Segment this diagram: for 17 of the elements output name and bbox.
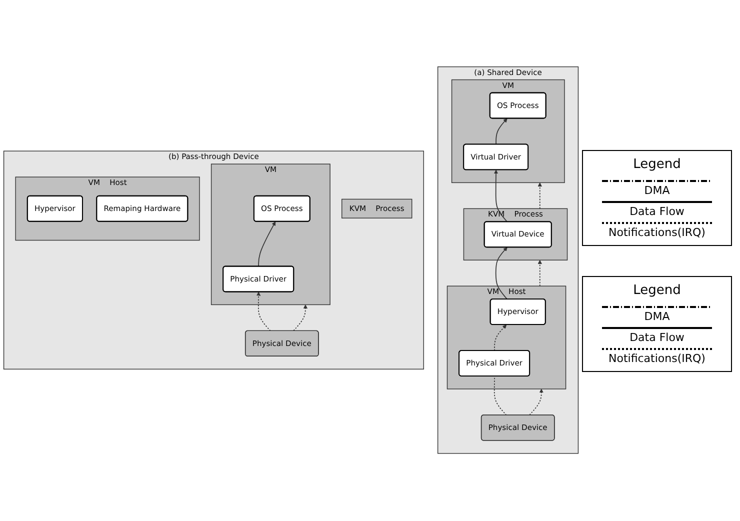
legend-text: Data Flow [630,330,684,344]
arrow [538,260,542,287]
legend-text: Notifications(IRQ) [608,352,706,364]
arrow [494,324,507,352]
arrow [538,182,542,210]
arrow [293,304,308,332]
legend-text: Notifications(IRQ) [608,226,706,238]
arrow [258,222,276,268]
arrow [529,389,544,416]
arrow [256,292,271,332]
arrow [496,118,508,146]
legend-title: Legend [633,282,681,298]
legend-text: DMA [644,310,670,322]
arrow [495,248,508,300]
legend-title: Legend [633,156,681,172]
legend-text: Data Flow [630,204,684,218]
legend-text: DMA [644,184,670,196]
